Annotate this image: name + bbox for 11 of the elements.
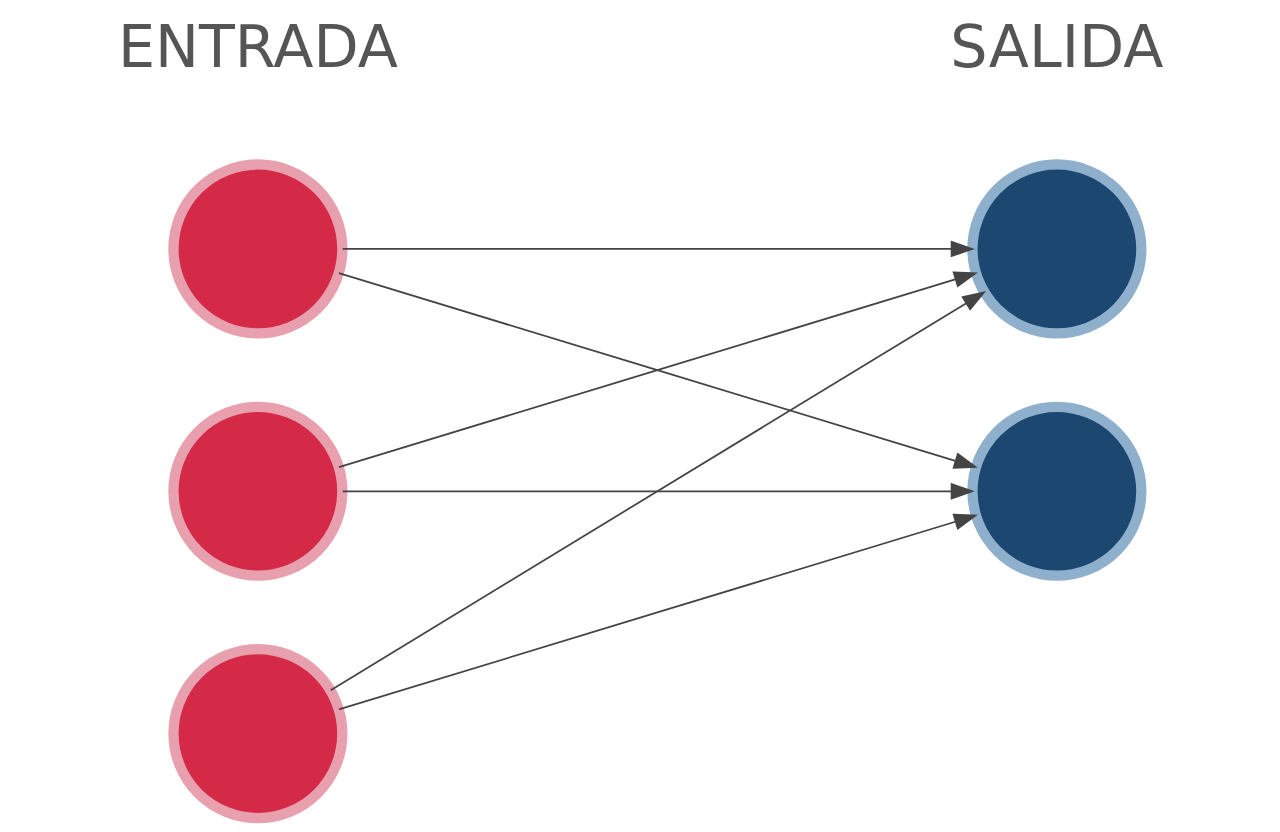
arrow [329, 291, 986, 692]
arrow [341, 482, 975, 500]
node-circle [966, 159, 1146, 339]
node-circle [167, 401, 347, 581]
label: SALIDA [949, 11, 1163, 81]
arrow [341, 240, 975, 258]
node-circle [966, 401, 1146, 581]
label: ENTRADA [117, 11, 398, 81]
node-circle [167, 644, 347, 824]
arrow [337, 513, 978, 711]
node-circle [167, 159, 347, 339]
